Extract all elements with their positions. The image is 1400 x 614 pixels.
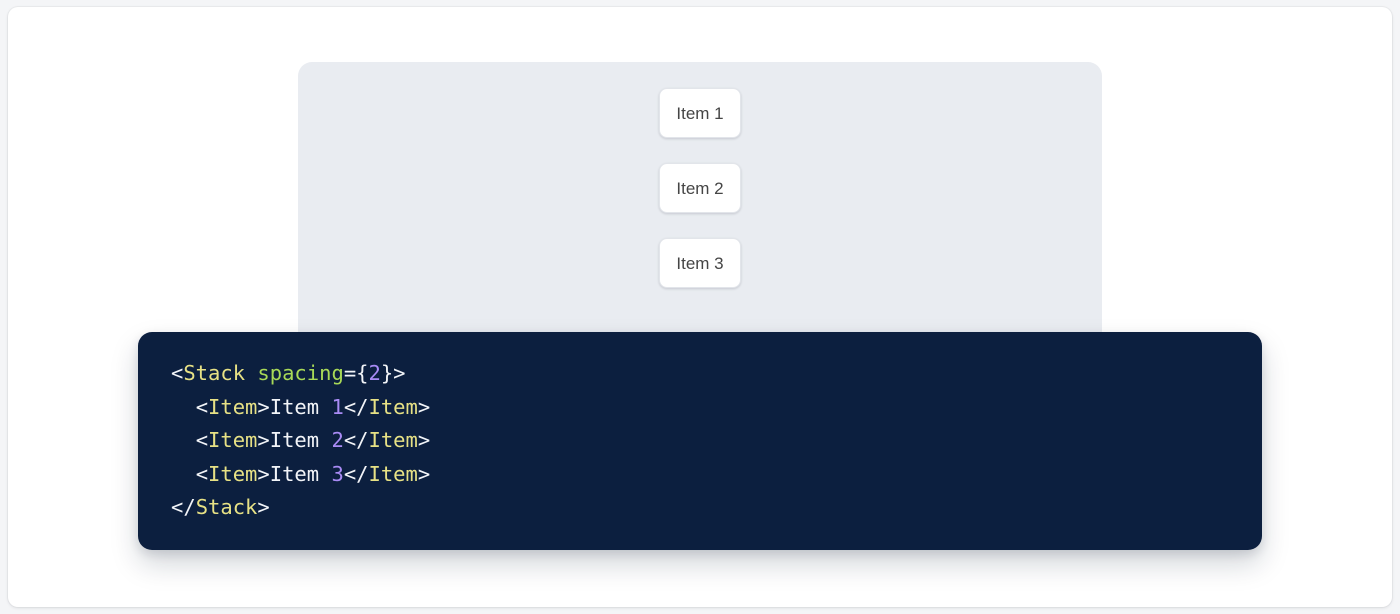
code-token-punct: ={	[343, 361, 369, 385]
code-token-tag: Stack	[195, 495, 258, 520]
code-token-punct: >	[417, 428, 431, 453]
code-token-tag: Item	[368, 428, 418, 453]
code-token-tag: Item	[208, 461, 258, 486]
code-token-punct: >	[417, 461, 431, 486]
code-token-punct: </	[343, 461, 369, 486]
code-line: <Item>Item 3</Item>	[171, 458, 431, 492]
code-token-punct: >	[257, 394, 270, 419]
code-token-punct: </	[343, 394, 369, 419]
stack-item-label: Item 2	[676, 178, 724, 198]
code-indent	[171, 462, 196, 486]
code-token-num: 3	[331, 461, 344, 486]
code-indent	[171, 428, 196, 452]
stack-item-label: Item 3	[676, 253, 724, 273]
code-token-punct: </	[171, 495, 196, 520]
code-line: <Stack spacing={2}>	[171, 357, 430, 391]
code-token-tag: Item	[208, 428, 258, 453]
code-token-num: 2	[331, 428, 344, 453]
code-token-punct: <	[195, 394, 209, 419]
code-token-tag: Item	[208, 394, 258, 419]
code-token-tag: Stack	[183, 361, 246, 385]
code-token-text: Item	[269, 428, 332, 453]
code-token-text: Item	[269, 394, 332, 419]
code-indent	[171, 395, 196, 419]
code-token-tag: Item	[368, 394, 418, 419]
code-line: </Stack>	[171, 491, 430, 525]
code-line: <Item>Item 1</Item>	[171, 391, 431, 425]
stack-item: Item 2	[659, 163, 741, 213]
stack-item: Item 3	[659, 238, 741, 288]
code-token-text: Item	[269, 461, 332, 486]
code-token-punct: >	[257, 495, 270, 520]
code-token-punct: <	[171, 361, 184, 385]
code-token-tag: Item	[368, 461, 418, 486]
code-token-punct	[245, 361, 257, 385]
code-line: <Item>Item 2</Item>	[171, 424, 431, 458]
stack-preview: Item 1 Item 2 Item 3	[298, 62, 1102, 288]
code-token-punct: }>	[380, 361, 406, 385]
code-token-punct: <	[195, 428, 209, 453]
code-token-num: 2	[368, 361, 381, 385]
stack-item-label: Item 1	[676, 103, 724, 123]
stack-item: Item 1	[659, 88, 741, 138]
code-token-punct: <	[195, 461, 209, 486]
code-block: <Stack spacing={2}> <Item>Item 1</Item> …	[171, 357, 430, 525]
code-snippet-card: <Stack spacing={2}> <Item>Item 1</Item> …	[138, 332, 1262, 550]
code-token-punct: >	[417, 394, 431, 419]
code-token-punct: </	[343, 428, 369, 453]
code-token-punct: >	[257, 428, 270, 453]
code-token-punct: >	[257, 461, 270, 486]
code-token-num: 1	[331, 394, 344, 419]
code-token-attr: spacing	[257, 361, 344, 385]
